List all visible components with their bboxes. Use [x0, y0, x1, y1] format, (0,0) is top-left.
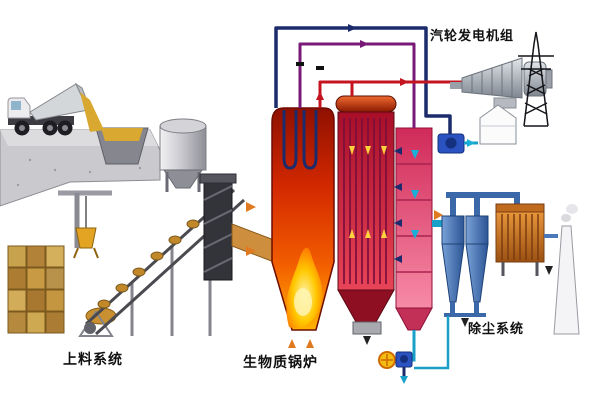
exhaust-duct — [493, 97, 517, 109]
economizer-hopper — [395, 307, 433, 331]
label-feeding-system: 上料系统 — [63, 352, 123, 368]
label-dust-removal: 除尘系统 — [468, 322, 525, 337]
cyclone-separator-icon — [441, 198, 489, 317]
dump-truck-icon — [7, 82, 104, 136]
flow-arrow-icons — [246, 24, 553, 348]
label-biomass-boiler: 生物质锅炉 — [243, 355, 318, 371]
cyclone-outlet-header — [446, 192, 520, 198]
flame-core — [294, 288, 312, 316]
conveyor-material — [97, 202, 217, 309]
furnace-icon — [271, 107, 335, 331]
economizer-icon — [395, 127, 433, 309]
rear-pass-hopper — [337, 289, 395, 323]
steam-pipe-purple — [298, 42, 416, 128]
turbine-generator-unit — [437, 31, 554, 154]
transmission-tower-icon — [518, 31, 554, 127]
main-steam-pipe-blue — [274, 26, 452, 134]
chimney-icon — [553, 204, 580, 335]
pouring-material — [80, 92, 104, 132]
steam-drum-icon — [335, 95, 397, 113]
hopper-material — [101, 128, 143, 141]
flue-inlet-duct — [432, 220, 442, 227]
turbine-shaft — [450, 82, 462, 89]
bag-filter-icon — [495, 203, 545, 276]
dust-removal-system-unit — [378, 192, 580, 384]
label-turbine-generator: 汽轮发电机组 — [430, 29, 515, 44]
generator-endcap — [545, 69, 553, 89]
bucket-elevator-icon — [199, 173, 237, 281]
feed-chute-icon — [231, 223, 275, 263]
biomass-boiler-unit — [271, 95, 433, 335]
turbine-stages — [471, 62, 513, 97]
valve-icon — [316, 66, 324, 70]
air-fan-assembly — [378, 316, 450, 384]
condenser-icon — [479, 104, 517, 145]
induced-draft-fan-icon — [437, 133, 465, 154]
rear-pass-tubes — [343, 118, 387, 284]
rear-pass-icon — [337, 111, 395, 291]
storage-silo-icon — [159, 118, 207, 192]
grab-crane-icon — [58, 190, 112, 259]
feeding-system — [0, 82, 275, 337]
superheater-coils-icon — [282, 110, 318, 170]
header-elbow — [514, 198, 520, 206]
straw-bales-icon — [7, 245, 65, 334]
valve-icon — [296, 62, 304, 66]
ash-box-icon — [352, 321, 382, 335]
